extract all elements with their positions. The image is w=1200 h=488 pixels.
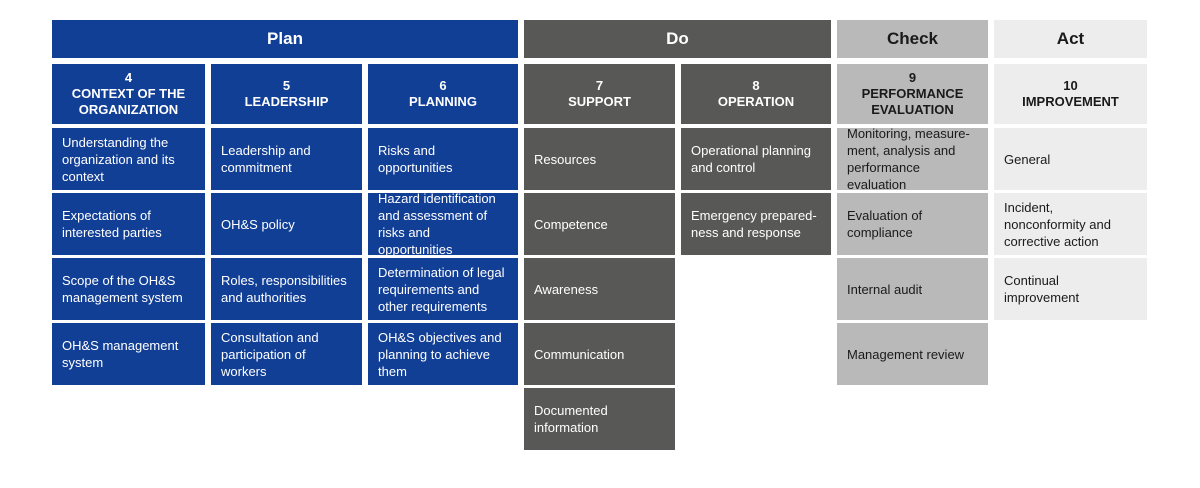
clause-10-item: Continual improvement <box>994 258 1147 320</box>
clause-number: 8 <box>752 78 760 93</box>
clause-number: 6 <box>439 78 447 93</box>
phase-do-label: Do <box>666 29 689 48</box>
clause-5-item: Roles, responsibilities and authorities <box>211 258 362 320</box>
phase-do: Do <box>524 20 831 58</box>
clause-6-item: Hazard identification and assessment of … <box>368 191 518 257</box>
clause-8-header: 8 OPERATION <box>681 64 831 124</box>
phase-check: Check <box>837 20 988 58</box>
clause-9-item: Internal audit <box>837 258 988 320</box>
clause-9-item: Management review <box>837 323 988 385</box>
clause-8-item: Emergency prepared-ness and response <box>681 193 831 255</box>
phase-plan: Plan <box>52 20 518 58</box>
clause-number: 4 <box>124 70 133 85</box>
clause-title: PERFORMANCE EVALUATION <box>861 86 964 117</box>
clause-4-item: OH&S management system <box>52 323 205 385</box>
clause-title: CONTEXT OF THE ORGANIZATION <box>71 86 186 117</box>
clause-5-item: Consultation and participation of worker… <box>211 323 362 385</box>
clause-6-header: 6 PLANNING <box>368 64 518 124</box>
clause-6-item: OH&S objectives and planning to achieve … <box>368 323 518 385</box>
clause-title: OPERATION <box>717 94 795 109</box>
clause-8-item: Operational planning and control <box>681 128 831 190</box>
clause-title: PLANNING <box>409 94 477 109</box>
clause-9-item: Evaluation of compliance <box>837 193 988 255</box>
clause-4-header: 4 CONTEXT OF THE ORGANIZATION <box>52 64 205 124</box>
clause-10-item: Incident, nonconformity and corrective a… <box>994 193 1147 255</box>
clause-number: 5 <box>282 78 291 93</box>
phase-plan-label: Plan <box>267 29 303 48</box>
clause-5-header: 5 LEADERSHIP <box>211 64 362 124</box>
clause-7-header: 7 SUPPORT <box>524 64 675 124</box>
phase-act-label: Act <box>1056 29 1085 48</box>
clause-title: SUPPORT <box>568 94 631 109</box>
clause-10-header: 10 IMPROVEMENT <box>994 64 1147 124</box>
clause-5-item: OH&S policy <box>211 193 362 255</box>
clause-5-item: Leadership and commitment <box>211 128 362 190</box>
clause-9-header: 9 PERFORMANCE EVALUATION <box>837 64 988 124</box>
clause-10-item: General <box>994 128 1147 190</box>
clause-number: 10 <box>1063 78 1078 93</box>
clause-6-item: Determination of legal requirements and … <box>368 258 518 320</box>
phase-act: Act <box>994 20 1147 58</box>
clause-title: LEADERSHIP <box>244 94 329 109</box>
clause-title: IMPROVEMENT <box>1022 94 1119 109</box>
clause-4-item: Understanding the organization and its c… <box>52 128 205 190</box>
clause-4-item: Expectations of interested parties <box>52 193 205 255</box>
clause-4-item: Scope of the OH&S management system <box>52 258 205 320</box>
clause-9-item: Monitoring, measure-ment, analysis and p… <box>837 126 988 192</box>
clause-number: 9 <box>908 70 917 85</box>
clause-7-item: Competence <box>524 193 675 255</box>
clause-7-item: Resources <box>524 128 675 190</box>
clause-7-item: Communication <box>524 323 675 385</box>
clause-6-item: Risks and opportunities <box>368 128 518 190</box>
clause-7-item: Awareness <box>524 258 675 320</box>
phase-check-label: Check <box>886 29 939 48</box>
clause-number: 7 <box>595 78 604 93</box>
clause-7-item: Documented information <box>524 388 675 450</box>
